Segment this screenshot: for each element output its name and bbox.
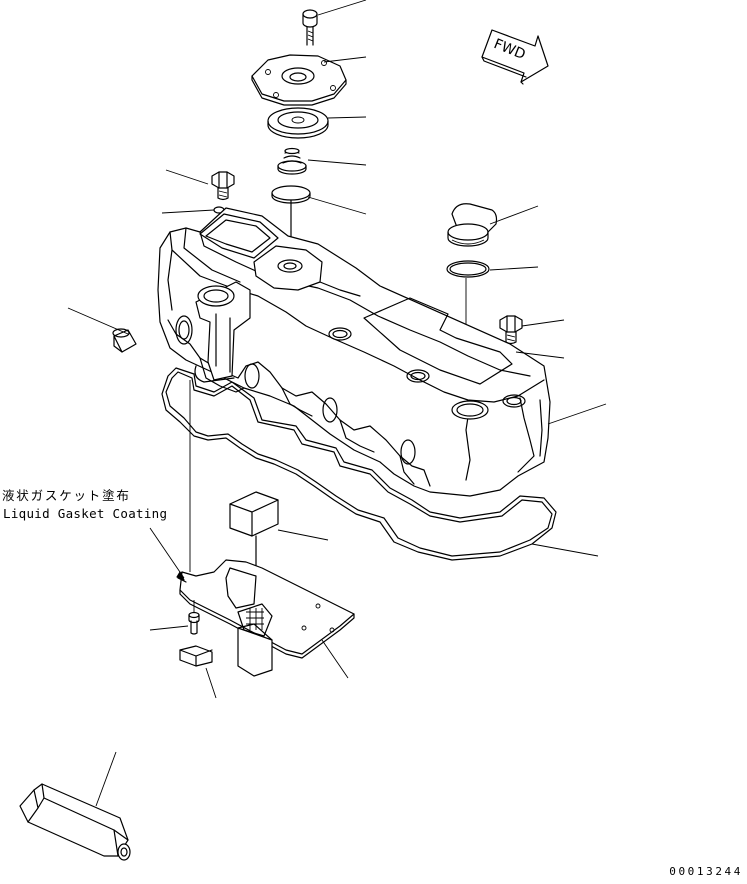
diaphragm [267,107,329,139]
fwd-arrow-icon [481,29,549,85]
small-bolt-bottom [188,611,200,635]
breather-cover [251,54,347,106]
leader-lines [67,0,607,807]
callout-english: Liquid Gasket Coating [3,506,168,521]
drawing-number: 00013244 [669,865,743,878]
head-cover-gasket [161,367,557,561]
small-bolt-right [499,315,523,345]
small-bolt-left [211,171,235,201]
rubber-plug [112,328,137,353]
liquid-gasket-tube [19,783,131,861]
breather-pipe [194,281,251,383]
callout-japanese: 液状ガスケット塗布 [2,488,131,503]
spring [277,147,307,175]
cylinder-head-cover [157,207,551,497]
small-block [179,645,213,667]
top-bolt [302,9,318,46]
oil-filler-cap [447,203,498,247]
rubber-block [229,491,279,573]
bracket-plate [177,559,355,677]
